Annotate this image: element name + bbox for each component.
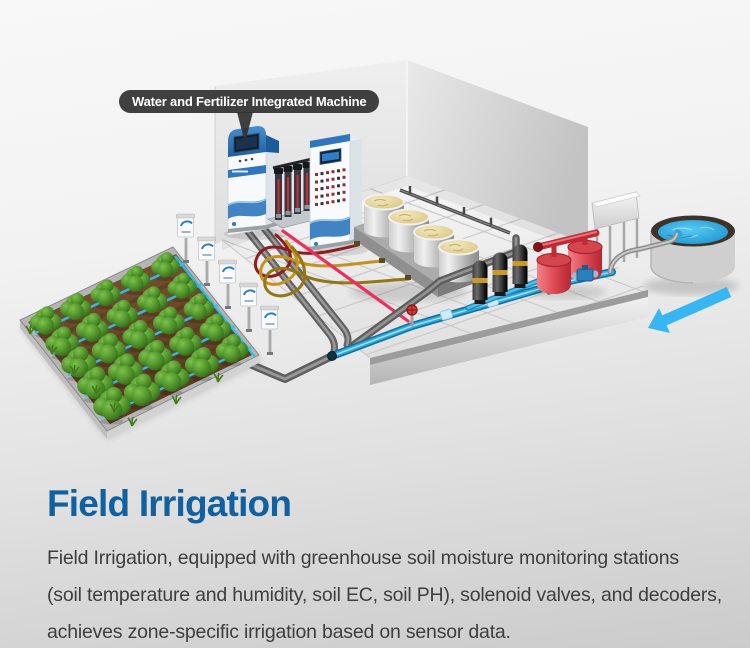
tank: [363, 193, 405, 238]
scene-svg: [19, 60, 739, 439]
flow-arrow: [648, 286, 732, 333]
water-pump: [571, 265, 599, 282]
red-valve: [406, 304, 418, 327]
description-line: (soil temperature and humidity, soil EC,…: [47, 584, 722, 606]
filter: [512, 244, 528, 288]
pool-suction-pipe: [607, 229, 683, 275]
field-main-pipes: [230, 203, 352, 355]
text-section: Field Irrigation Field Irrigation, equip…: [47, 483, 727, 648]
crop-bushes: [29, 252, 249, 425]
filter: [472, 260, 488, 304]
fertilizer-tanks: [350, 193, 486, 302]
page-title: Field Irrigation: [47, 483, 292, 524]
control-cabinet: [308, 133, 364, 251]
crop-field: [19, 246, 262, 439]
tank-header-pipe: [399, 186, 511, 235]
badge-pointer: [237, 112, 253, 143]
water-fertilizer-machine: [227, 125, 279, 236]
filter: [492, 252, 508, 296]
description-line: Field Irrigation, equipped with greenhou…: [47, 547, 679, 569]
machine-label-badge: Water and Fertilizer Integrated Machine: [119, 90, 380, 113]
fertilizer-pipes: [253, 229, 411, 323]
water-pool: [643, 215, 739, 295]
description-line: achieves zone-specific irrigation based …: [47, 621, 511, 643]
irrigation-scene: Water and Fertilizer Integrated Machine: [19, 60, 739, 439]
field-supply-pipe: [248, 352, 336, 383]
description: Field Irrigation, equipped with greenhou…: [47, 540, 727, 648]
red-tank: [536, 252, 572, 294]
